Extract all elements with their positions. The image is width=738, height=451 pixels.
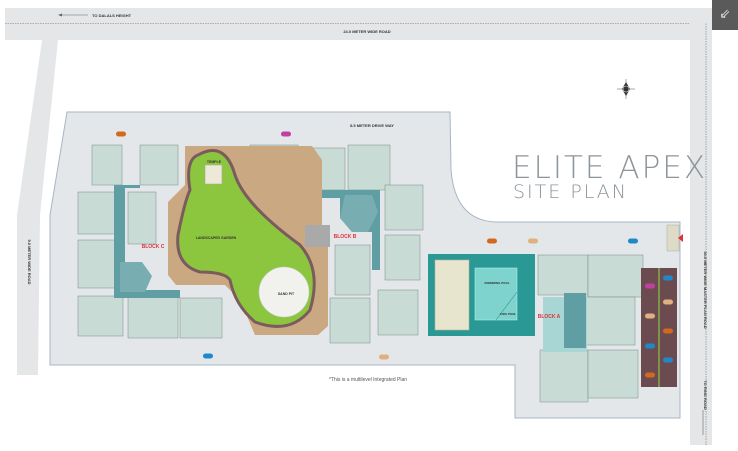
block-a-core xyxy=(543,293,587,352)
top-road xyxy=(5,8,712,40)
building-unit xyxy=(127,191,157,245)
project-subtitle: SITE PLAN xyxy=(513,181,628,203)
building-unit xyxy=(127,295,179,339)
north-compass-icon xyxy=(617,79,635,99)
cars xyxy=(116,131,673,378)
block-b-label: BLOCK B xyxy=(334,234,357,240)
car-icon xyxy=(663,357,673,363)
right-road-label: 30.0 METER WIDE MASTER PLAN ROAD xyxy=(703,251,708,328)
kids-pool-label: KIDS POOL xyxy=(500,312,517,316)
car-icon xyxy=(528,238,538,244)
block-c-corridor xyxy=(114,185,180,298)
car-icon xyxy=(645,372,655,378)
swimming-pool-label: SWIMMING POOL xyxy=(484,281,509,285)
block-b-corridor xyxy=(300,190,380,270)
car-icon xyxy=(663,299,673,305)
building-unit xyxy=(77,295,124,337)
car-icon xyxy=(116,131,126,137)
building-unit xyxy=(139,144,179,186)
car-icon xyxy=(645,313,655,319)
car-icon xyxy=(645,283,655,289)
plan-note: *This is a multilevel Integrated Plan xyxy=(329,377,407,383)
car-icon xyxy=(628,238,638,244)
car-icon xyxy=(645,343,655,349)
building-unit xyxy=(329,297,371,344)
top-direction-label: TO DALALS HEIGHT xyxy=(92,13,132,18)
entrance-arrow-icon xyxy=(678,234,683,242)
building-units xyxy=(77,144,644,403)
building-unit xyxy=(91,144,123,186)
entrance-gate xyxy=(666,224,680,252)
building-unit xyxy=(384,234,421,281)
car-icon xyxy=(663,328,673,334)
block-c-label: BLOCK C xyxy=(142,244,165,250)
building-unit xyxy=(77,191,117,235)
temple-label: TEMPLE xyxy=(207,160,222,164)
building-unit xyxy=(587,349,639,399)
sand-pit-label: SAND PIT xyxy=(278,292,295,296)
left-road xyxy=(17,40,58,375)
top-road-label: 24.0 METER WIDE ROAD xyxy=(343,29,390,34)
car-icon xyxy=(203,353,213,359)
collapse-arrow-icon[interactable]: ⇙ xyxy=(712,0,738,30)
building-unit xyxy=(77,239,119,289)
block-a-label: BLOCK A xyxy=(538,314,561,320)
left-road-label: 9.0 METER WIDE ROAD xyxy=(27,239,32,284)
building-unit xyxy=(179,297,223,339)
direction-arrowhead xyxy=(58,13,62,17)
building-unit xyxy=(334,244,371,296)
right-road xyxy=(690,23,712,445)
car-icon xyxy=(281,131,291,137)
building-unit xyxy=(537,254,589,296)
drive-way-label: 8.5 METER DRIVE WAY xyxy=(350,123,394,128)
swimming-pool-area xyxy=(428,254,535,336)
building-unit xyxy=(584,296,636,346)
landscaped-garden-area xyxy=(168,146,330,335)
car-icon xyxy=(663,275,673,281)
building-unit xyxy=(347,144,391,191)
building-unit xyxy=(377,289,419,336)
building-unit xyxy=(384,184,424,231)
building-unit xyxy=(539,349,589,403)
right-direction-label: TO RING ROAD xyxy=(703,380,708,410)
car-icon xyxy=(487,238,497,244)
garden-label: LANDSCAPED GARDEN xyxy=(196,236,237,240)
building-unit xyxy=(587,254,644,298)
car-icon xyxy=(379,354,389,360)
project-title: ELITE APEX xyxy=(512,150,707,186)
